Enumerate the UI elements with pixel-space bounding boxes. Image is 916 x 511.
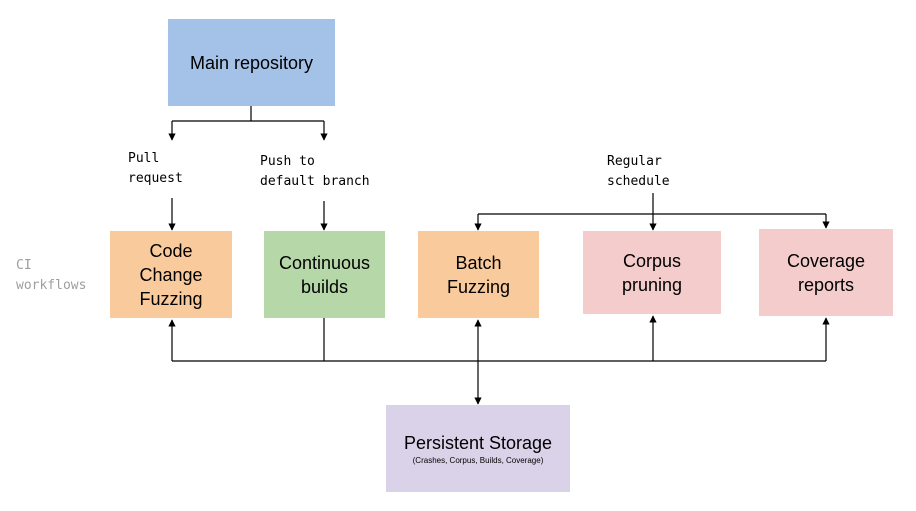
code-change-fuzzing-node: Code Change Fuzzing: [110, 231, 232, 318]
persistent-storage-node: Persistent Storage (Crashes, Corpus, Bui…: [386, 405, 570, 492]
continuous-builds-node: Continuous builds: [264, 231, 385, 318]
pull-request-label: Pull request: [128, 151, 183, 186]
batch-fuzzing-node: Batch Fuzzing: [418, 231, 539, 318]
persistent-storage-subtitle: (Crashes, Corpus, Builds, Coverage): [412, 455, 544, 465]
persistent-storage-title: Persistent Storage: [403, 432, 553, 453]
coverage-reports-node: Coverage reports: [759, 229, 893, 316]
main-repository-node: Main repository: [168, 19, 335, 106]
push-default-branch-label: Push to default branch: [260, 154, 370, 189]
corpus-pruning-node: Corpus pruning: [583, 231, 721, 314]
main-repository-label: Main repository: [189, 52, 314, 73]
regular-schedule-label: Regular schedule: [607, 154, 670, 189]
ci-workflows-label: CI workflows: [16, 258, 87, 293]
